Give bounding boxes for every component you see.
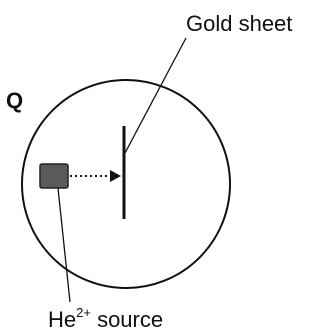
alpha-beam-arrowhead <box>110 170 121 182</box>
gold-sheet-label: Gold sheet <box>186 11 293 36</box>
he-source-leader-line <box>57 187 71 303</box>
he-source-label-base: He <box>48 307 77 332</box>
gold-sheet-leader-line <box>124 37 187 154</box>
chamber-label-q: Q <box>6 88 24 113</box>
he-source-label-charge: 2+ <box>76 304 91 320</box>
he-source-label-suffix: source <box>90 307 164 332</box>
he-source-label: He2+ source <box>48 306 164 332</box>
he-source-box <box>39 163 69 189</box>
chamber-circle <box>21 79 231 289</box>
